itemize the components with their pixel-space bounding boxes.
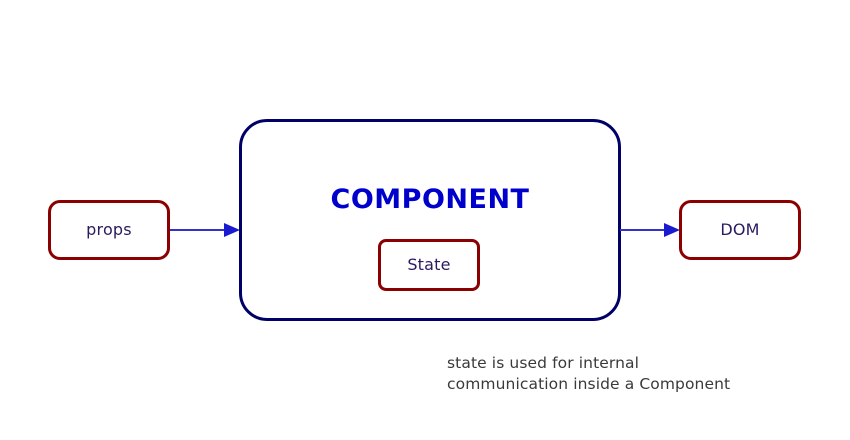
arrow-props-to-component — [170, 219, 240, 241]
node-props-label: props — [86, 220, 132, 239]
component-title: COMPONENT — [330, 184, 530, 215]
node-state-label: State — [407, 255, 451, 274]
node-dom[interactable]: DOM — [679, 200, 801, 260]
node-component[interactable]: COMPONENT — [239, 119, 621, 321]
diagram-caption: state is used for internal communication… — [447, 353, 730, 395]
caption-line-2: communication inside a Component — [447, 375, 731, 393]
node-props[interactable]: props — [48, 200, 170, 260]
caption-line-1: state is used for internal — [447, 354, 640, 372]
arrow-component-to-dom — [620, 219, 680, 241]
node-dom-label: DOM — [720, 220, 760, 239]
node-state[interactable]: State — [378, 239, 480, 291]
